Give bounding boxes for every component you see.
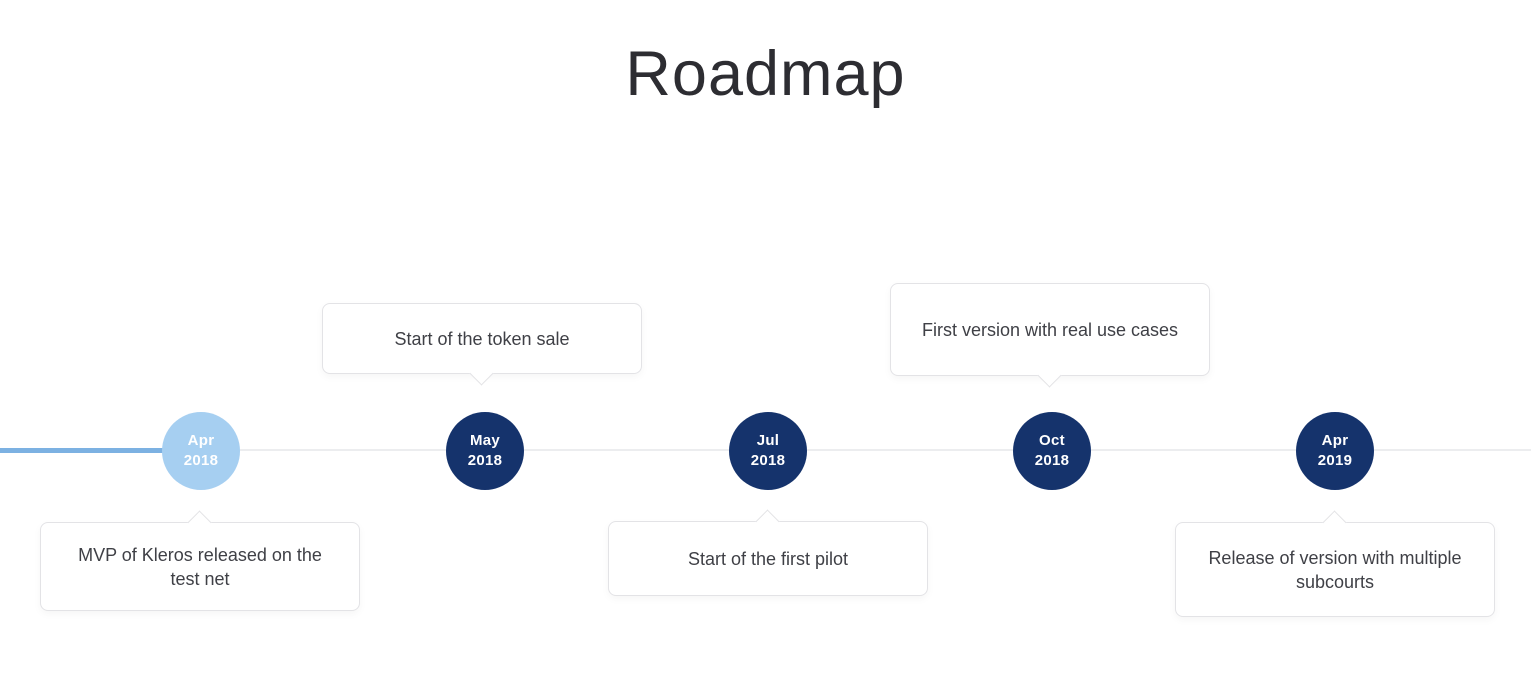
milestone-year: 2018 <box>1034 452 1070 469</box>
callout-first-version-label: First version with real use cases <box>921 319 1179 340</box>
callout-first-version: First version with real use cases <box>890 283 1210 388</box>
callout-tail-up-icon <box>755 509 780 534</box>
milestone-node-apr-2019: Apr 2019 <box>1296 412 1374 490</box>
milestone-node-apr-2018: Apr 2018 <box>162 412 240 490</box>
page-title: Roadmap <box>625 39 906 109</box>
milestone-month: Apr <box>1321 432 1349 449</box>
milestone-month: Apr <box>187 432 215 449</box>
milestone-month: Oct <box>1039 432 1065 449</box>
milestone-month: May <box>469 432 501 449</box>
callout-first-pilot: Start of the first pilot <box>608 509 928 596</box>
timeline-progress-line <box>0 448 168 453</box>
timeline-track-line <box>168 449 1531 451</box>
milestone-node-jul-2018: Jul 2018 <box>729 412 807 490</box>
milestone-year: 2018 <box>183 452 219 469</box>
callout-token-sale-label: Start of the token sale <box>394 328 570 349</box>
milestone-month: Jul <box>756 432 780 449</box>
callout-mvp-label: MVP of Kleros released on the test net <box>78 544 322 589</box>
callout-tail-up-icon <box>187 510 212 535</box>
callout-token-sale: Start of the token sale <box>322 303 642 386</box>
milestone-year: 2018 <box>750 452 786 469</box>
milestone-year: 2018 <box>467 452 503 469</box>
milestone-year: 2019 <box>1317 452 1353 469</box>
milestone-node-oct-2018: Oct 2018 <box>1013 412 1091 490</box>
milestone-node-may-2018: May 2018 <box>446 412 524 490</box>
callout-tail-down-icon <box>469 361 494 386</box>
callout-multiple-subcourts: Release of version with multiple subcour… <box>1175 510 1495 617</box>
callout-tail-down-icon <box>1037 363 1062 388</box>
callout-first-pilot-label: Start of the first pilot <box>687 548 849 569</box>
callout-subcourts-label: Release of version with multiple subcour… <box>1208 547 1462 592</box>
callout-tail-up-icon <box>1322 510 1347 535</box>
callout-mvp-test-net: MVP of Kleros released on the test net <box>40 510 360 611</box>
